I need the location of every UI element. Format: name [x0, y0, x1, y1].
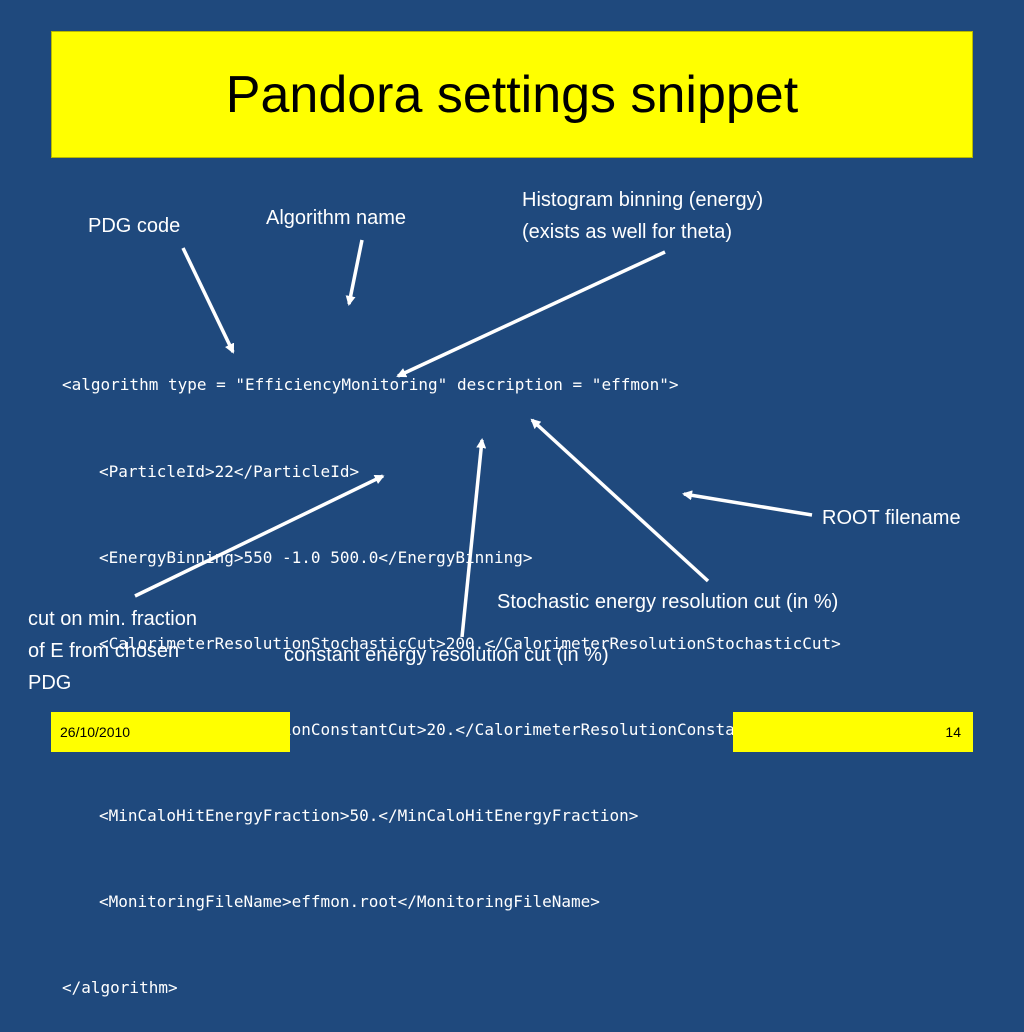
footer-date-text: 26/10/2010 — [60, 724, 131, 740]
code-line-close: </algorithm> — [62, 978, 178, 998]
code-line-open: <algorithm type = "EfficiencyMonitoring"… — [62, 375, 679, 395]
root-filename-label: ROOT filename — [822, 507, 961, 529]
footer-page-number: 14 — [733, 712, 973, 752]
slide-title: Pandora settings snippet — [225, 65, 799, 124]
stochastic-cut-label: Stochastic energy resolution cut (in %) — [497, 591, 839, 613]
arrow-algorithm-name — [345, 239, 364, 306]
constant-cut-label: constant energy resolution cut (in %) — [284, 644, 609, 666]
min-fraction-label: cut on min. fraction of E from chosen PD… — [28, 603, 197, 699]
code-line-energy-binning: <EnergyBinning>550 -1.0 500.0</EnergyBin… — [99, 547, 533, 567]
footer-date: 26/10/2010 — [51, 712, 290, 752]
algorithm-name-label: Algorithm name — [266, 207, 407, 229]
min-fraction-line1: cut on min. fraction — [28, 608, 197, 630]
code-line-monitoring-file: <MonitoringFileName>effmon.root</Monitor… — [99, 892, 600, 912]
code-line-stochastic-cut: <CalorimeterResolutionStochasticCut>200.… — [99, 633, 841, 653]
histogram-binning-line1: Histogram binning (energy) — [522, 189, 764, 211]
min-fraction-line2: of E from chosen — [28, 640, 180, 662]
histogram-binning-line2: (exists as well for theta) — [522, 221, 733, 243]
footer-page-number-text: 14 — [945, 724, 961, 740]
title-banner: Pandora settings snippet — [51, 31, 973, 158]
pdg-code-label: PDG code — [88, 215, 181, 237]
code-line-min-fraction: <MinCaloHitEnergyFraction>50.</MinCaloHi… — [99, 805, 639, 825]
histogram-binning-label: Histogram binning (energy) (exists as we… — [522, 184, 763, 248]
code-line-particle-id: <ParticleId>22</ParticleId> — [99, 461, 360, 481]
min-fraction-line3: PDG — [28, 672, 72, 694]
